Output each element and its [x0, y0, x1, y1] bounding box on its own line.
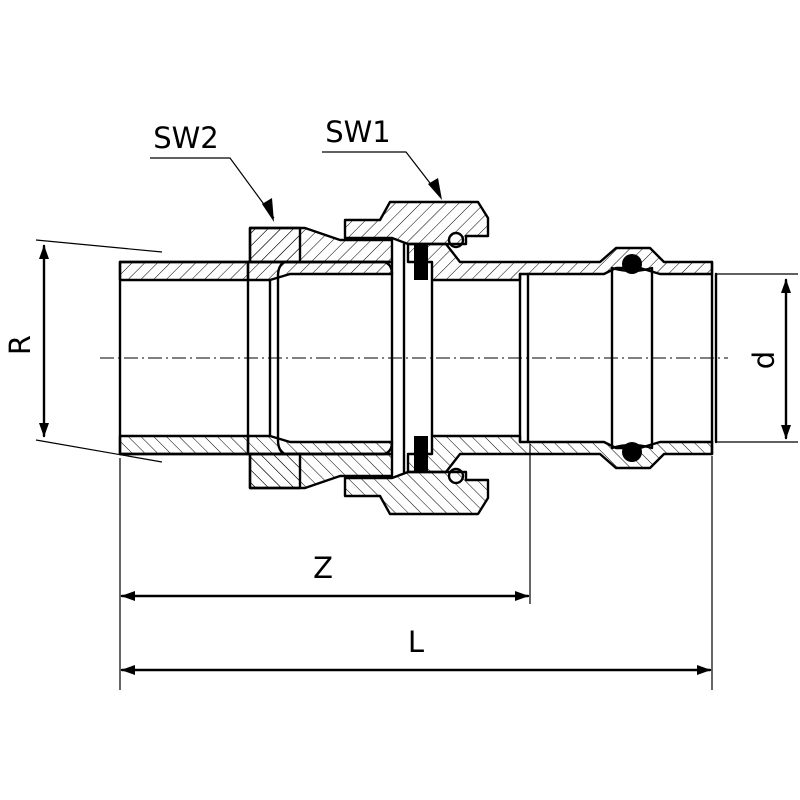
leader-sw1: SW1	[322, 115, 442, 200]
label-z: Z	[313, 551, 333, 585]
lower-section	[118, 434, 714, 516]
label-sw2: SW2	[153, 121, 219, 155]
dimension-r: R	[3, 239, 163, 463]
leader-sw2: SW2	[150, 121, 275, 222]
bore-outlines	[118, 242, 718, 474]
upper-section	[118, 200, 714, 282]
label-sw1: SW1	[325, 115, 391, 149]
label-r: R	[3, 335, 37, 355]
dimension-l: L	[120, 456, 713, 690]
label-d: d	[747, 351, 781, 369]
label-l: L	[408, 625, 424, 659]
dimension-d: d	[716, 273, 798, 443]
dimension-z: Z	[119, 444, 531, 690]
